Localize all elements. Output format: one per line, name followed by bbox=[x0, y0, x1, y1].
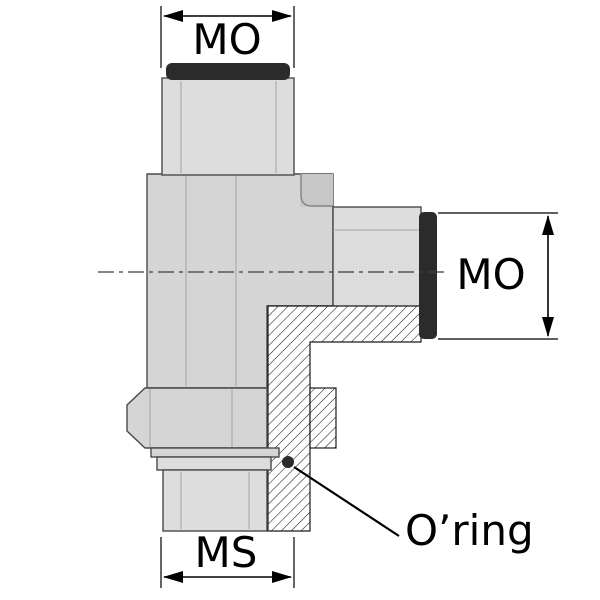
oring-callout-group: O’ring bbox=[282, 456, 534, 555]
oring-dot bbox=[282, 456, 294, 468]
washer-ring-outer bbox=[150, 447, 280, 458]
body-step-shadow bbox=[300, 174, 333, 207]
bottom-dimension-label: MS bbox=[195, 528, 258, 577]
bottom-dimension-group: MS bbox=[160, 528, 295, 588]
right-dimension-label: MO bbox=[456, 250, 525, 299]
right-dimension-group: MO bbox=[438, 212, 558, 340]
section-cut-hex-level bbox=[309, 387, 337, 449]
body-step-corner-line bbox=[300, 174, 333, 207]
hex-nut bbox=[126, 387, 268, 449]
top-dimension-group: MO bbox=[160, 6, 295, 68]
top-dimension-label: MO bbox=[192, 15, 261, 64]
oring-leader-line bbox=[293, 466, 400, 537]
bottom-port bbox=[162, 469, 268, 532]
lower-stack-group bbox=[126, 387, 280, 532]
side-port bbox=[332, 206, 422, 308]
section-hatch-group bbox=[267, 305, 422, 532]
side-port-seal-band bbox=[419, 212, 437, 339]
top-port bbox=[161, 77, 295, 176]
top-port-seal-band bbox=[166, 63, 290, 80]
fitting-body-group bbox=[146, 63, 422, 389]
oring-label: O’ring bbox=[405, 506, 534, 555]
washer-ring-inner bbox=[156, 456, 272, 471]
section-cut-L bbox=[267, 305, 422, 532]
